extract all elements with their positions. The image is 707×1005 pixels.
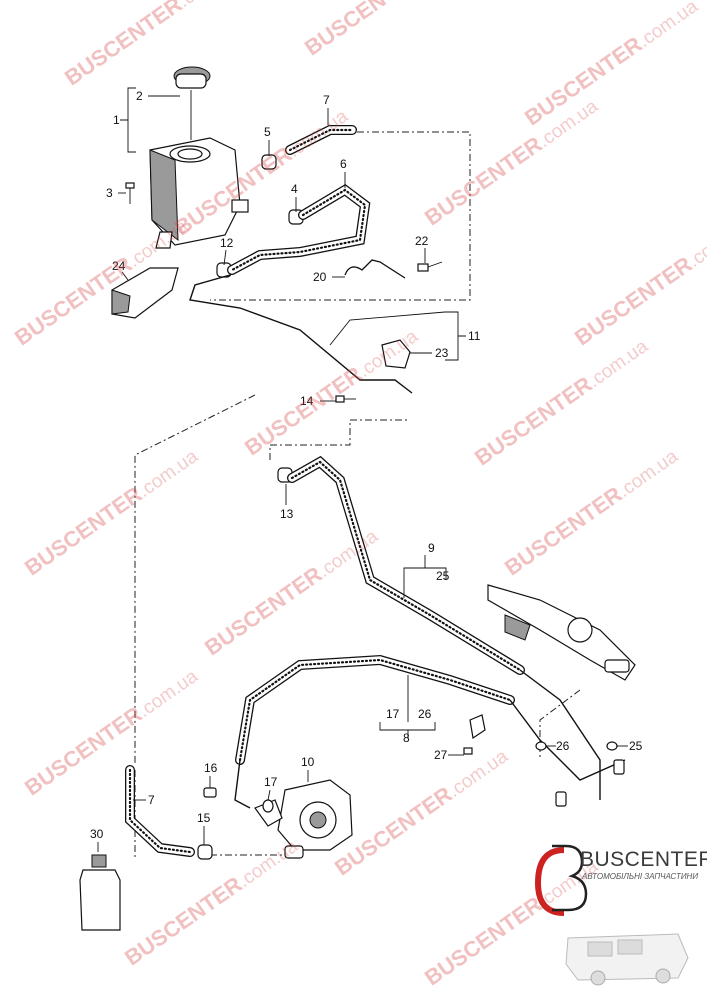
fitting-nut-right bbox=[613, 759, 625, 775]
callout-3: 3 bbox=[106, 186, 113, 200]
callout-5: 5 bbox=[264, 125, 271, 139]
return-pipe-11 bbox=[189, 274, 413, 394]
buscenter-logo: BUSCENTER АВТОМОБІЛЬНІ ЗАПЧАСТИНИ bbox=[528, 838, 707, 988]
leader-9 bbox=[403, 555, 447, 598]
pressure-hose-8 bbox=[234, 654, 626, 809]
pressure-hose-9 bbox=[287, 455, 601, 800]
callout-24: 24 bbox=[112, 259, 126, 273]
callout-23: 23 bbox=[435, 346, 449, 360]
callout-30: 30 bbox=[90, 827, 104, 841]
callout-25: 25 bbox=[629, 739, 643, 753]
logo-tagline: АВТОМОБІЛЬНІ ЗАПЧАСТИНИ bbox=[582, 872, 699, 881]
callout-26-top: 26 bbox=[418, 707, 432, 721]
callout-2: 2 bbox=[136, 89, 143, 103]
seal-25 bbox=[606, 741, 618, 751]
bracket-24 bbox=[111, 267, 179, 319]
callout-1: 1 bbox=[113, 113, 120, 127]
leader-8 bbox=[379, 675, 436, 738]
leader-1 bbox=[120, 87, 136, 153]
callout-9: 9 bbox=[428, 541, 435, 555]
callout-12: 12 bbox=[220, 236, 234, 250]
callout-20: 20 bbox=[313, 270, 327, 284]
callout-10: 10 bbox=[301, 755, 315, 769]
leader-17 bbox=[267, 789, 271, 801]
washer-17 bbox=[262, 799, 274, 813]
seal-26 bbox=[535, 741, 547, 751]
clamp-15 bbox=[197, 844, 213, 860]
callout-4: 4 bbox=[291, 182, 298, 196]
hose-7-upper bbox=[285, 125, 357, 155]
callout-7-lower: 7 bbox=[148, 793, 155, 807]
callout-27: 27 bbox=[434, 748, 448, 762]
dashed-boundary-mid bbox=[134, 394, 256, 765]
power-steering-pump bbox=[254, 779, 353, 851]
callout-17: 17 bbox=[264, 775, 278, 789]
callout-13: 13 bbox=[280, 507, 294, 521]
callout-11: 11 bbox=[468, 329, 481, 343]
reservoir bbox=[149, 137, 249, 249]
fitting-nut-left bbox=[555, 791, 567, 807]
callout-22: 22 bbox=[415, 234, 429, 248]
callout-6: 6 bbox=[340, 157, 347, 171]
dashed-boundary-upper bbox=[210, 131, 471, 301]
bolt-22 bbox=[417, 261, 443, 272]
leader-11-pipe bbox=[329, 311, 446, 346]
steering-rack bbox=[487, 584, 636, 681]
screw-14 bbox=[335, 395, 356, 403]
banjo-bolt-16 bbox=[203, 787, 217, 798]
screw-3 bbox=[125, 182, 135, 204]
callout-16: 16 bbox=[204, 761, 218, 775]
logo-name: BUSCENTER bbox=[580, 848, 707, 871]
clamp-5 bbox=[261, 154, 277, 170]
leader-11 bbox=[445, 311, 466, 361]
hose-7-lower bbox=[125, 765, 195, 857]
hose-6 bbox=[227, 183, 371, 275]
bracket-27 bbox=[463, 714, 486, 755]
callout-25-top: 25 bbox=[436, 569, 450, 583]
callout-26: 26 bbox=[556, 739, 570, 753]
fluid-bottle bbox=[79, 854, 121, 931]
callout-8: 8 bbox=[403, 731, 410, 745]
reservoir-cap bbox=[173, 66, 211, 140]
leader-12 bbox=[223, 249, 227, 266]
callout-7: 7 bbox=[323, 93, 330, 107]
leader-24 bbox=[121, 271, 129, 281]
callout-17-top: 17 bbox=[386, 707, 400, 721]
callout-15: 15 bbox=[197, 811, 211, 825]
logo-mark bbox=[534, 844, 689, 986]
clip-20 bbox=[344, 259, 406, 279]
bracket-23 bbox=[381, 339, 411, 369]
callout-14: 14 bbox=[300, 394, 314, 408]
suction-fitting bbox=[284, 845, 304, 859]
